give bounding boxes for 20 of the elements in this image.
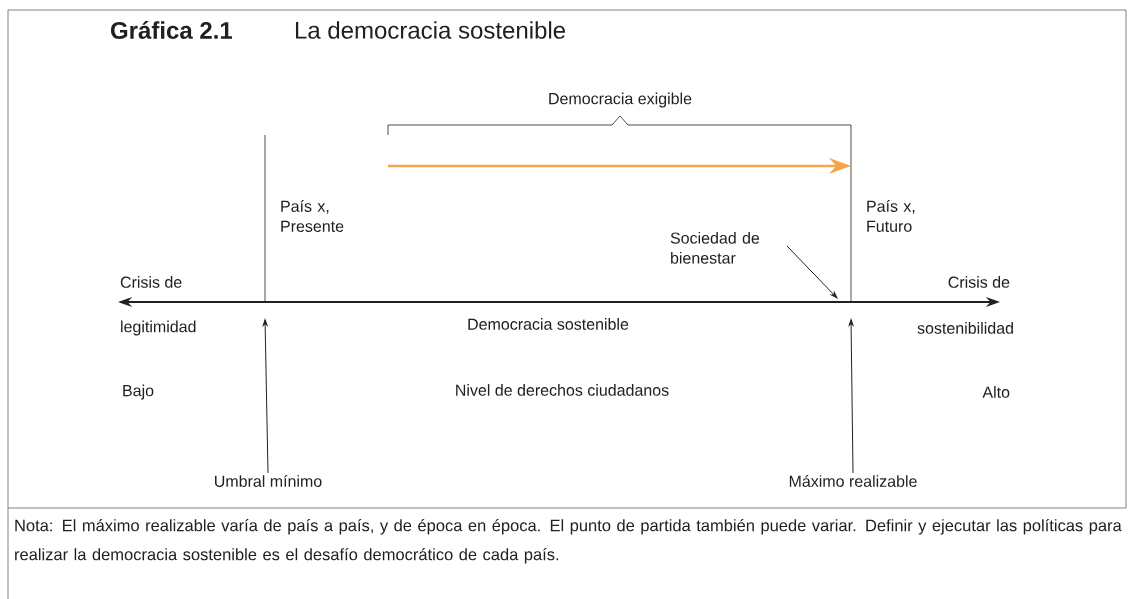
label-text: Gráfica 2.1 — [111, 21, 233, 39]
label-text: Nivel de derechos ciudadanos — [456, 384, 669, 396]
label-text: Democracia exigible — [549, 92, 692, 108]
text-label: Sociedad de bienestar — [670, 232, 760, 264]
text-label: Umbral mínimo — [215, 475, 322, 487]
title: La democracia sostenible — [296, 21, 566, 39]
label-text: Democracia sostenible — [468, 318, 629, 330]
label-text: Alto — [982, 386, 1010, 398]
arrow — [786, 245, 838, 299]
label-text: sostenibilidad — [917, 322, 1013, 334]
arrow — [848, 319, 854, 474]
label-text: País x, Futuro — [867, 200, 915, 232]
arrow — [262, 319, 269, 474]
text-label: Máximo realizable — [789, 475, 917, 487]
note-text: Nota: El máximo realizable varía de país a país, y de época en época. El punto de partida también puede variar. Definir y ejecutar las políticas para realizar la democracia sostenible es el desafío democrático de cada país. — [15, 519, 1122, 564]
label-text: Bajo — [123, 384, 154, 400]
label-text: legitimidad — [121, 320, 196, 336]
label-text: Crisis de — [948, 276, 1010, 288]
label-text: Crisis de — [120, 276, 182, 288]
label-text: País x, Presente — [281, 200, 344, 232]
